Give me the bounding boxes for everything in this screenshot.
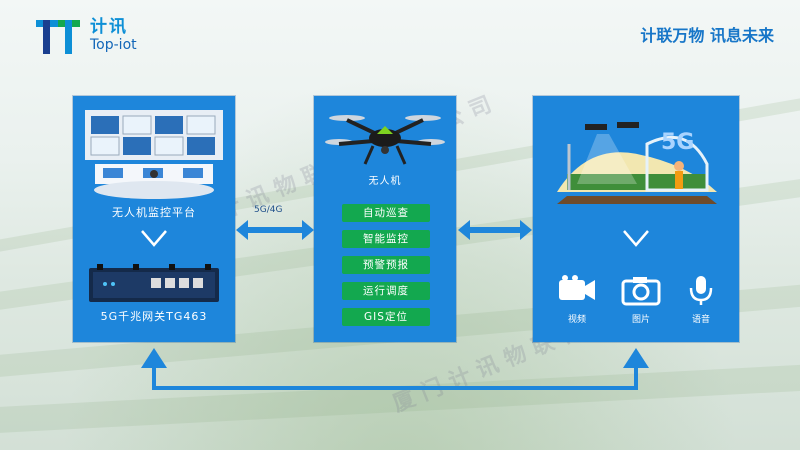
video-camera-icon — [559, 275, 595, 300]
smart-farm-illustration — [557, 122, 717, 204]
drone-panel: 无人机 自动巡查 智能监控 预警预报 运行调度 GIS定位 — [314, 96, 456, 342]
function-dispatch: 运行调度 — [342, 282, 430, 300]
link-label: 5G/4G — [254, 205, 283, 215]
topiot-logo-icon — [36, 20, 80, 54]
brand-name-en: Top-iot — [90, 37, 137, 53]
function-auto-patrol: 自动巡查 — [342, 204, 430, 222]
camera-icon — [621, 277, 661, 306]
double-arrow-icon-2 — [458, 220, 532, 240]
function-early-warning: 预警预报 — [342, 256, 430, 274]
chevron-down-icon — [141, 230, 167, 247]
drone-icon — [325, 115, 445, 165]
monitoring-room-illustration — [85, 110, 223, 199]
media-voice: 语音 — [679, 274, 723, 325]
brand-logo: 计讯 Top-iot — [34, 18, 137, 56]
platform-label: 无人机监控平台 — [112, 206, 196, 219]
slogan: 计联万物 讯息未来 — [640, 26, 774, 45]
function-smart-monitoring: 智能监控 — [342, 230, 430, 248]
5g-badge: 5G — [661, 130, 695, 155]
chevron-down-icon-right — [623, 230, 649, 247]
gateway-device-illustration — [89, 264, 219, 302]
gateway-label: 5G千兆网关TG463 — [100, 310, 208, 323]
microphone-icon — [689, 276, 713, 305]
monitoring-platform-panel: 无人机监控平台 5G千兆网关TG463 — [73, 96, 235, 342]
media-video-label: 视频 — [567, 315, 586, 325]
media-voice-label: 语音 — [691, 315, 710, 325]
media-video: 视频 — [555, 274, 599, 325]
function-gis-positioning: GIS定位 — [342, 308, 430, 326]
drone-label: 无人机 — [368, 176, 402, 187]
field-data-panel: 5G 视频 图片 语音 — [533, 96, 739, 342]
media-photo: 图片 — [619, 274, 663, 325]
double-arrow-icon — [236, 220, 314, 240]
brand-name-cn: 计讯 — [90, 17, 128, 37]
media-photo-label: 图片 — [631, 315, 650, 325]
